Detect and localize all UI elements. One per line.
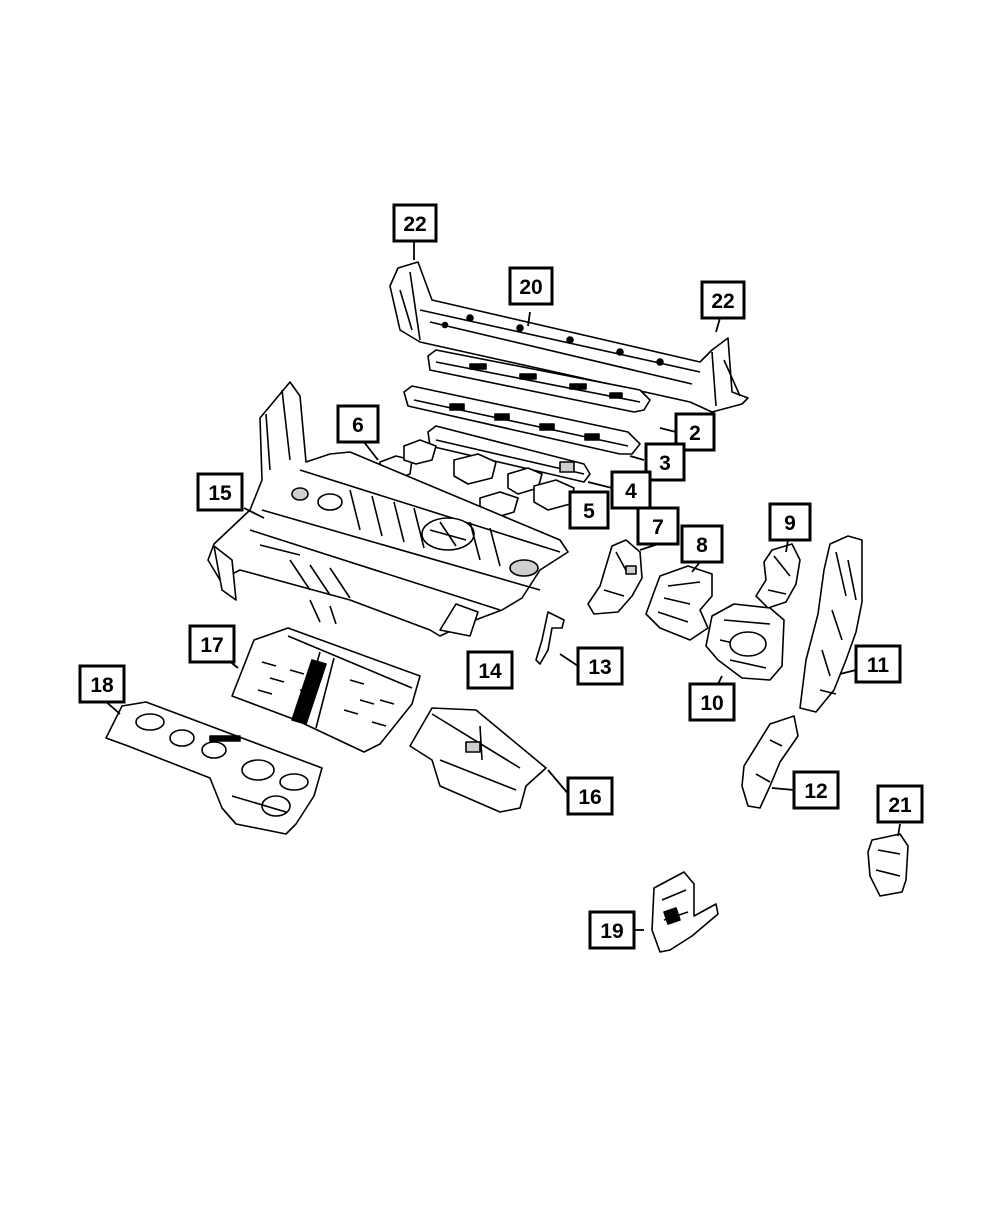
callout-box xyxy=(688,682,736,722)
callout-9: 9 xyxy=(768,502,812,542)
part-17-load-floor xyxy=(231,627,421,753)
part-12-panel xyxy=(741,715,799,809)
callout-box xyxy=(336,404,380,444)
callout-15: 15 xyxy=(196,472,244,512)
callout-box xyxy=(588,910,636,950)
callout-label: 20 xyxy=(519,276,542,299)
callout-label: 5 xyxy=(583,500,595,523)
callout-label: 8 xyxy=(696,534,708,557)
callout-label: 22 xyxy=(711,290,734,313)
callout-3: 3 xyxy=(644,442,686,482)
part-7-bracket xyxy=(587,539,643,615)
callout-label: 19 xyxy=(600,920,623,943)
callout-box xyxy=(188,624,236,664)
callout-label: 22 xyxy=(403,213,426,236)
callout-20: 20 xyxy=(508,266,554,306)
callout-box xyxy=(680,524,724,564)
callout-label: 7 xyxy=(652,516,664,539)
callout-10: 10 xyxy=(688,682,736,722)
leader-lines xyxy=(103,241,901,931)
callout-14: 14 xyxy=(466,650,514,690)
callout-label: 2 xyxy=(689,422,701,445)
part-21-bracket xyxy=(867,833,909,897)
callout-12: 12 xyxy=(792,770,840,810)
part-2-rail xyxy=(427,349,651,413)
callout-16: 16 xyxy=(566,776,614,816)
callout-label: 15 xyxy=(208,482,232,505)
leader-3 xyxy=(629,455,645,461)
part-3-rail xyxy=(403,385,641,455)
callout-box xyxy=(508,266,554,306)
callout-box xyxy=(392,203,438,243)
callout-box xyxy=(854,644,902,684)
leader-16 xyxy=(547,769,571,797)
part-9-bracket xyxy=(755,543,801,609)
callout-label: 10 xyxy=(700,692,723,715)
callout-label: 12 xyxy=(804,780,827,803)
callout-label: 16 xyxy=(578,786,601,809)
callout-label: 4 xyxy=(625,480,637,503)
callout-21: 21 xyxy=(876,784,924,824)
part-6-brackets xyxy=(379,439,543,495)
leader-6 xyxy=(363,441,379,461)
leader-9 xyxy=(785,539,789,553)
callout-4: 4 xyxy=(610,470,652,510)
leader-21 xyxy=(897,823,901,837)
leader-11 xyxy=(839,669,857,675)
leader-13 xyxy=(559,653,579,667)
callout-label: 3 xyxy=(659,452,671,475)
callout-box xyxy=(700,280,746,320)
callout-label: 14 xyxy=(478,660,502,683)
callout-label: 6 xyxy=(352,414,364,437)
callout-box xyxy=(576,646,624,686)
callout-17: 17 xyxy=(188,624,236,664)
callout-box xyxy=(792,770,840,810)
callout-label: 9 xyxy=(784,512,796,535)
leader-20 xyxy=(527,311,531,327)
callout-label: 17 xyxy=(200,634,223,657)
callout-8: 8 xyxy=(680,524,724,564)
callout-18: 18 xyxy=(78,664,126,704)
part-18-rear-panel xyxy=(105,701,323,835)
part-13-rod xyxy=(535,611,565,665)
part-11-side-panel xyxy=(799,535,863,713)
callout-label: 11 xyxy=(867,654,890,677)
leader-2 xyxy=(659,427,677,433)
callout-22a: 22 xyxy=(392,203,438,243)
callout-box xyxy=(466,650,514,690)
callout-5: 5 xyxy=(568,490,610,530)
callout-22b: 22 xyxy=(700,280,746,320)
callout-box xyxy=(644,442,686,482)
callout-box xyxy=(876,784,924,824)
leader-22b xyxy=(715,317,721,333)
callout-box xyxy=(636,506,680,546)
callout-11: 11 xyxy=(854,644,902,684)
callout-box xyxy=(568,490,610,530)
callout-label: 18 xyxy=(90,674,114,697)
callout-box xyxy=(78,664,126,704)
leader-4 xyxy=(587,481,613,489)
callout-label: 21 xyxy=(888,794,912,817)
part-19-bracket xyxy=(651,871,719,953)
callout-box xyxy=(610,470,652,510)
callout-box xyxy=(768,502,812,542)
part-20-crossmember xyxy=(389,261,749,413)
callout-13: 13 xyxy=(576,646,624,686)
leader-12 xyxy=(771,787,795,791)
leader-8 xyxy=(691,561,701,573)
callout-7: 7 xyxy=(636,506,680,546)
part-15-floor-pan xyxy=(207,381,569,637)
part-10-pocket xyxy=(705,603,785,681)
part-16-storage-bin xyxy=(409,707,547,813)
callout-box xyxy=(566,776,614,816)
callout-box xyxy=(196,472,244,512)
callout-6: 6 xyxy=(336,404,380,444)
leader-15 xyxy=(243,507,265,519)
callout-label: 13 xyxy=(588,656,611,679)
callout-19: 19 xyxy=(588,910,636,950)
part-8-bracket xyxy=(645,565,713,641)
